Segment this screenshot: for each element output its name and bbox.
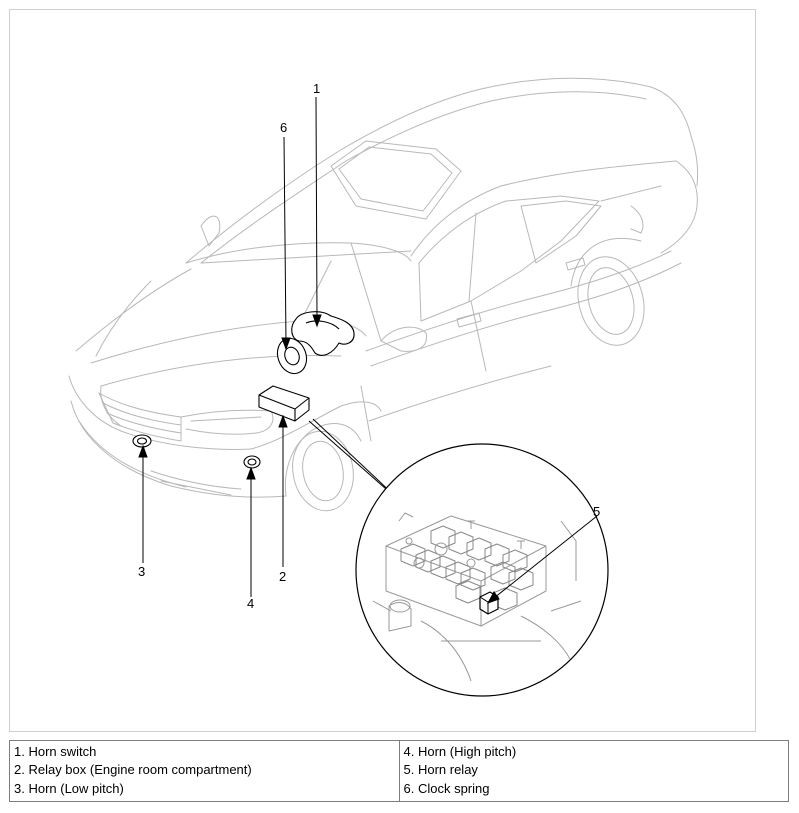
- legend-column-right: 4. Horn (High pitch) 5. Horn relay 6. Cl…: [398, 740, 789, 802]
- car-body-outline: [68, 77, 699, 512]
- legend-item-relay-box: 2. Relay box (Engine room compartment): [14, 762, 252, 778]
- relay-detail-magnifier: [308, 418, 609, 697]
- callout-3: 3: [138, 564, 145, 579]
- callout-6: 6: [280, 120, 287, 135]
- callout-5: 5: [593, 504, 600, 519]
- parts-legend-table: 1. Horn switch 2. Relay box (Engine room…: [9, 740, 789, 802]
- legend-item-horn-switch: 1. Horn switch: [14, 744, 97, 759]
- callout-4: 4: [247, 596, 254, 611]
- callout-2: 2: [279, 569, 286, 584]
- legend-item-horn-high-pitch: 4. Horn (High pitch): [403, 744, 517, 759]
- leader-lines: [138, 96, 598, 604]
- relay-box-part: [258, 385, 310, 422]
- legend-item-horn-relay: 5. Horn relay: [403, 762, 478, 778]
- legend-item-horn-low-pitch: 3. Horn (Low pitch): [14, 780, 124, 796]
- car-illustration: 1 6 2 3 4 5: [68, 77, 699, 697]
- component-location-diagram: 1 6 2 3 4 5: [9, 9, 756, 732]
- callout-1: 1: [313, 81, 320, 96]
- legend-item-clock-spring: 6. Clock spring: [403, 780, 490, 796]
- horn-high-pitch-part: [243, 455, 261, 469]
- legend-column-left: 1. Horn switch 2. Relay box (Engine room…: [9, 740, 400, 802]
- components: [132, 311, 355, 469]
- horn-low-pitch-part: [132, 434, 152, 448]
